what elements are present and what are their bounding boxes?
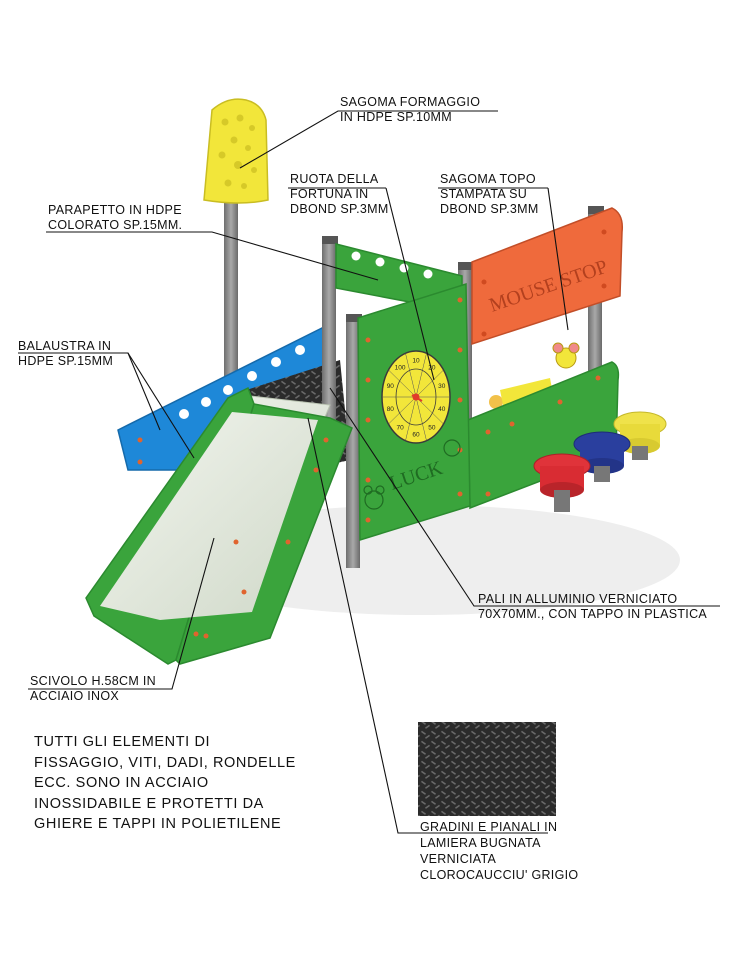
- mouse-icon: [363, 439, 461, 510]
- slide: [85, 386, 353, 665]
- wheel-divider: [415, 396, 444, 425]
- wheel-divider: [388, 369, 417, 398]
- post: [346, 318, 360, 568]
- wheel-number: 30: [438, 383, 446, 390]
- wheel-number: 20: [428, 365, 436, 372]
- tread-plate-sample: [418, 722, 556, 816]
- wheel-number: 70: [396, 424, 404, 431]
- wheel-divider: [388, 396, 417, 425]
- label-sagoma-topo: SAGOMA TOPO STAMPATA SU DBOND SP.3MM: [440, 172, 539, 216]
- wheel-number: 40: [438, 406, 446, 413]
- label-parapetto: PARAPETTO IN HDPE COLORATO SP.15MM.: [48, 203, 183, 232]
- leader-lines: [18, 110, 720, 834]
- wheel-number: 60: [412, 432, 420, 439]
- stool-icon: [613, 411, 667, 460]
- wheel-divider: [415, 353, 427, 398]
- cheese-post: [224, 195, 238, 390]
- wheel-divider: [405, 396, 417, 441]
- wheel-number: 10: [412, 358, 420, 365]
- wheel-divider: [405, 353, 417, 398]
- mouse-stop-panel: MOUSE STOP: [471, 207, 624, 346]
- label-balaustra: BALAUSTRA IN HDPE SP.15MM: [18, 339, 114, 368]
- wheel-number: 100: [395, 365, 406, 372]
- wheel-divider: [415, 396, 427, 441]
- fastening-note: TUTTI GLI ELEMENTI DI FISSAGGIO, VITI, D…: [34, 734, 296, 832]
- stool-icon: [573, 431, 631, 482]
- label-pali: PALI IN ALLUMINIO VERNICIATO 70X70MM., C…: [478, 592, 708, 621]
- stool-icon: [533, 453, 591, 512]
- label-scivolo: SCIVOLO H.58CM IN ACCIAIO INOX: [30, 674, 156, 703]
- wheel-number: 90: [387, 383, 395, 390]
- label-ruota-fortuna: RUOTA DELLA FORTUNA IN DBOND SP.3MM: [290, 172, 389, 216]
- mouse-icon: [489, 342, 580, 409]
- wheel-of-fortune-icon: 10 20 30 40 50 60 70 80 90 100: [381, 350, 451, 444]
- wheel-number: 80: [387, 406, 395, 413]
- wheel-number: 50: [428, 424, 436, 431]
- wheel-divider: [415, 369, 444, 398]
- cheese-icon: [203, 98, 269, 204]
- label-sagoma-formaggio: SAGOMA FORMAGGIO IN HDPE SP.10MM: [340, 95, 481, 124]
- label-gradini: GRADINI E PIANALI IN LAMIERA BUGNATA VER…: [420, 820, 579, 882]
